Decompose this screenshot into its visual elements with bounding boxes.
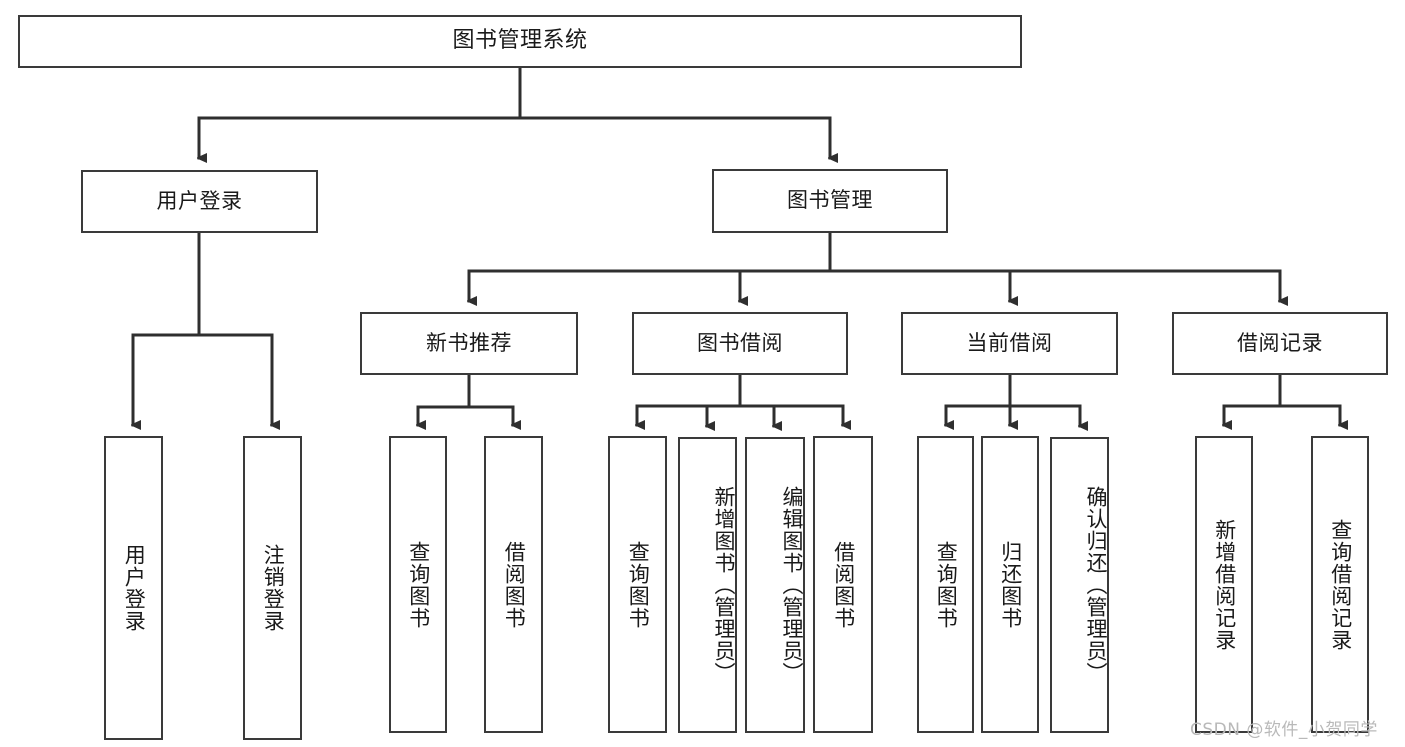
node-leaf-confirm-return-admin[interactable]: 确认归还（管理员） <box>1050 437 1109 733</box>
node-root[interactable]: 图书管理系统 <box>18 15 1022 68</box>
node-leaf-borrow-query-book-label: 查询图书 <box>626 540 651 629</box>
csdn-watermark: CSDN @软件_小贺同学 <box>1190 720 1378 740</box>
node-current-borrow[interactable]: 当前借阅 <box>901 312 1118 375</box>
node-new-book-recommend[interactable]: 新书推荐 <box>360 312 578 375</box>
node-book-borrow[interactable]: 图书借阅 <box>632 312 848 375</box>
node-leaf-recommend-query-book-label: 查询图书 <box>406 540 431 629</box>
node-leaf-recommend-borrow-book-label: 借阅图书 <box>502 540 527 629</box>
node-book-manage-label: 图书管理 <box>787 188 873 213</box>
node-leaf-add-book-admin[interactable]: 新增图书（管理员） <box>678 437 737 733</box>
node-user-login-label: 用户登录 <box>156 188 243 213</box>
node-leaf-borrow-book[interactable]: 借阅图书 <box>813 436 873 733</box>
node-leaf-borrow-query-book[interactable]: 查询图书 <box>608 436 667 733</box>
node-leaf-current-query-book[interactable]: 查询图书 <box>917 436 974 733</box>
node-borrow-record-label: 借阅记录 <box>1237 330 1323 355</box>
node-borrow-record[interactable]: 借阅记录 <box>1172 312 1388 375</box>
node-leaf-add-borrow-record-label: 新增借阅记录 <box>1212 518 1237 651</box>
node-leaf-recommend-query-book[interactable]: 查询图书 <box>389 436 447 733</box>
node-leaf-current-query-book-label: 查询图书 <box>934 540 959 629</box>
node-leaf-return-book[interactable]: 归还图书 <box>981 436 1039 733</box>
node-leaf-confirm-return-admin-label: 确认归还（管理员） <box>1084 486 1108 684</box>
node-leaf-add-borrow-record[interactable]: 新增借阅记录 <box>1195 436 1253 733</box>
node-book-borrow-label: 图书借阅 <box>697 330 783 355</box>
node-leaf-user-login[interactable]: 用户登录 <box>104 436 163 740</box>
node-leaf-query-borrow-record[interactable]: 查询借阅记录 <box>1311 436 1369 733</box>
node-leaf-edit-book-admin-label: 编辑图书（管理员） <box>780 486 804 684</box>
node-leaf-add-book-admin-label: 新增图书（管理员） <box>712 486 736 684</box>
node-leaf-return-book-label: 归还图书 <box>998 540 1023 629</box>
node-leaf-borrow-book-label: 借阅图书 <box>831 540 856 629</box>
node-user-login[interactable]: 用户登录 <box>81 170 318 233</box>
node-root-label: 图书管理系统 <box>452 28 588 54</box>
node-leaf-user-login-label: 用户登录 <box>122 544 147 632</box>
node-leaf-edit-book-admin[interactable]: 编辑图书（管理员） <box>745 437 805 733</box>
node-current-borrow-label: 当前借阅 <box>966 330 1053 355</box>
node-leaf-logout-label: 注销登录 <box>261 544 286 632</box>
node-new-book-recommend-label: 新书推荐 <box>426 330 512 355</box>
node-leaf-recommend-borrow-book[interactable]: 借阅图书 <box>484 436 543 733</box>
node-book-manage[interactable]: 图书管理 <box>712 169 948 233</box>
node-leaf-logout[interactable]: 注销登录 <box>243 436 302 740</box>
node-leaf-query-borrow-record-label: 查询借阅记录 <box>1328 518 1353 651</box>
